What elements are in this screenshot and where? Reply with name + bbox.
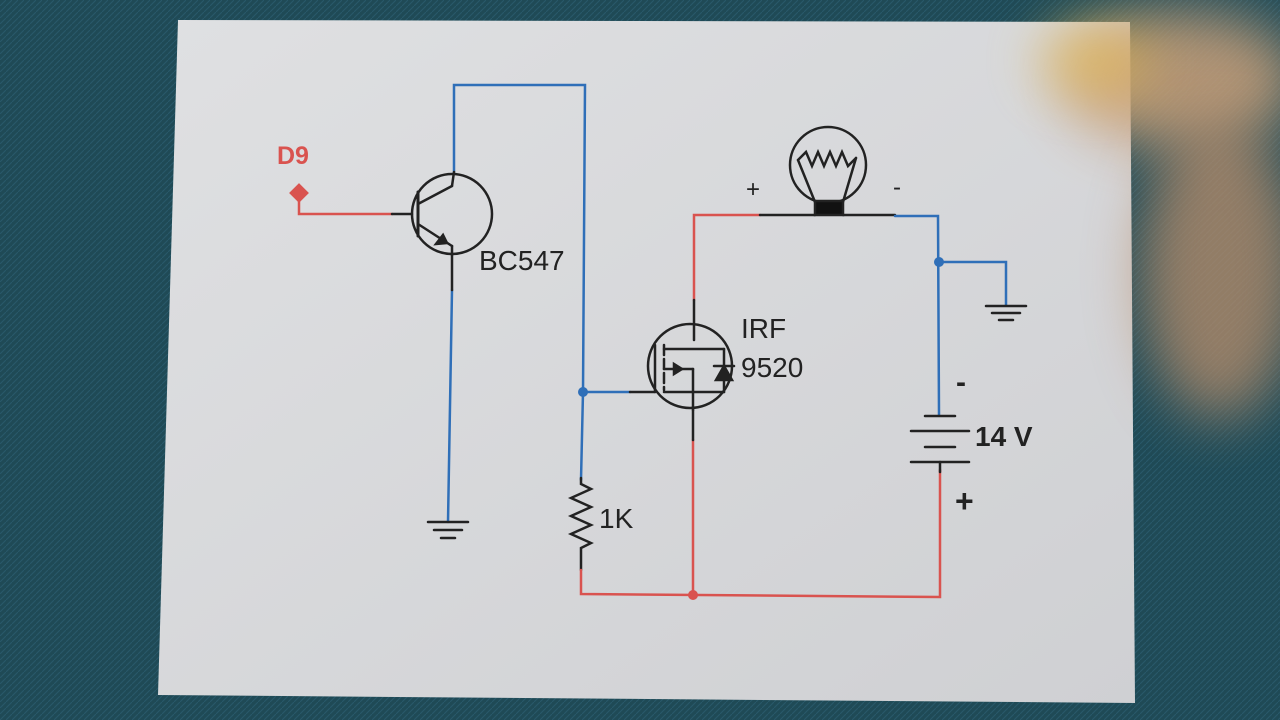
junction-dot bbox=[578, 387, 588, 397]
transistor-label: BC547 bbox=[479, 245, 565, 276]
lamp-minus: - bbox=[893, 174, 901, 201]
ground-return-wire bbox=[579, 468, 942, 599]
npn-transistor-symbol bbox=[410, 170, 494, 257]
collector-wire bbox=[452, 83, 587, 482]
junction-dot bbox=[934, 257, 944, 267]
lamp-symbol bbox=[788, 125, 868, 217]
mosfet-label-1: IRF bbox=[741, 313, 786, 344]
blurred-pencil bbox=[1040, 30, 1150, 90]
paper-sheet bbox=[158, 20, 1135, 703]
battery-minus: - bbox=[956, 366, 966, 399]
battery-symbol bbox=[909, 414, 971, 474]
emitter-wire bbox=[446, 288, 454, 524]
battery-plus: + bbox=[955, 483, 974, 519]
lamp-plus: + bbox=[746, 176, 760, 203]
ground-symbol-2 bbox=[984, 304, 1028, 322]
pin-label: D9 bbox=[277, 142, 309, 170]
resistor-label: 1K bbox=[599, 503, 634, 534]
resistor-symbol bbox=[567, 476, 595, 572]
ground-symbol bbox=[426, 520, 470, 540]
base-wire bbox=[297, 198, 394, 216]
p-mosfet-symbol bbox=[646, 322, 736, 412]
mosfet-label-2: 9520 bbox=[741, 352, 803, 383]
battery-label: 14 V bbox=[975, 421, 1033, 452]
blurred-hand-2 bbox=[1140, 120, 1280, 420]
d9-pin-icon bbox=[289, 183, 309, 203]
junction-dot bbox=[688, 590, 698, 600]
lamp-negative-wire bbox=[893, 214, 941, 417]
